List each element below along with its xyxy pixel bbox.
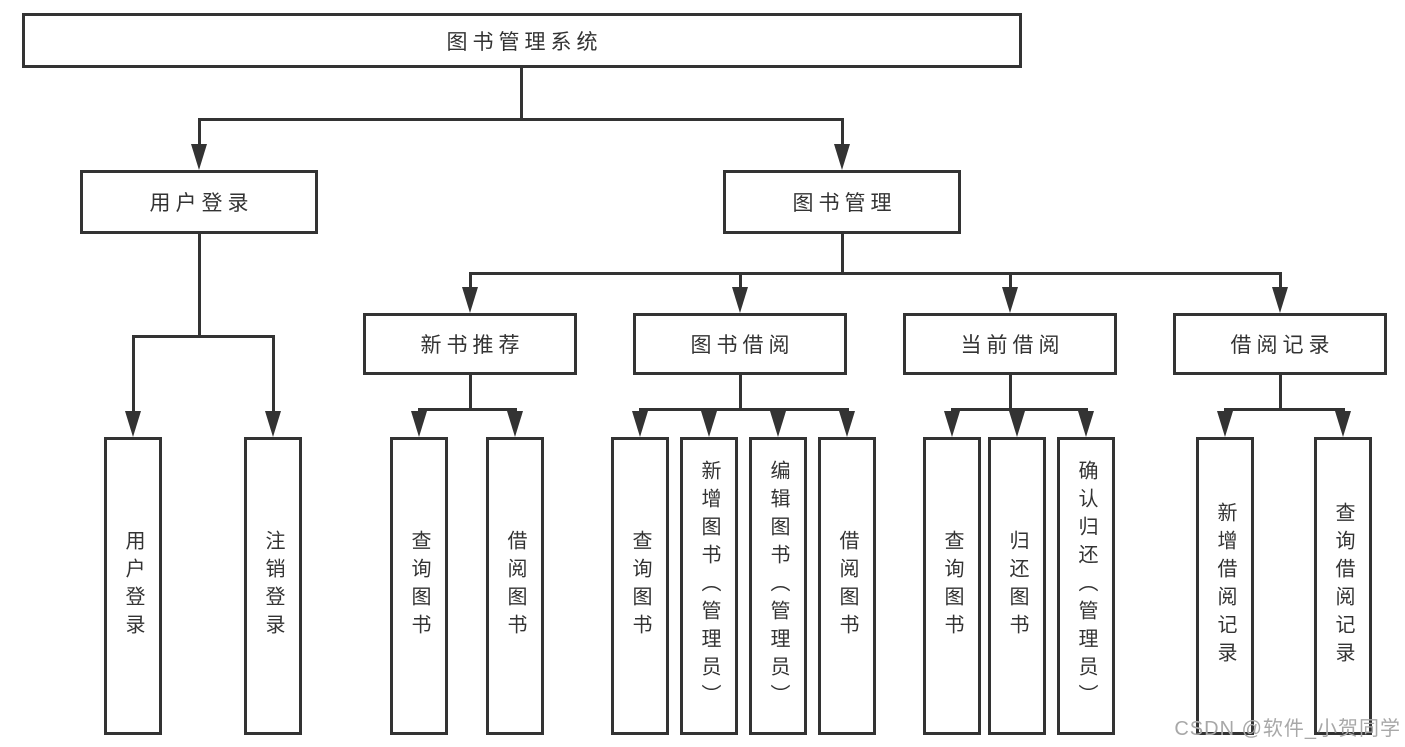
connector-bookmgmt-drop-3 [1009, 272, 1012, 287]
node-library-system: 图书管理系统 [22, 13, 1022, 68]
node-logout: 注销登录 [244, 437, 302, 735]
connector-bookmgmt-drop-1 [469, 272, 472, 287]
connector-userlogin-stem [198, 234, 201, 335]
node-user-login-leaf: 用户登录 [104, 437, 162, 735]
connector-record-stem [1279, 375, 1282, 408]
connector-bookmgmt-stem [841, 234, 844, 272]
connector-root-crossbar [198, 118, 843, 121]
connector-root-stem [520, 68, 523, 118]
connector-record-crossbar [1224, 408, 1344, 411]
connector-current-stem [1009, 375, 1012, 408]
arrow-down-icon [732, 287, 748, 313]
connector-current-crossbar [951, 408, 1087, 411]
connector-current-drop-2 [1016, 408, 1019, 412]
connector-bookmgmt-drop-4 [1279, 272, 1282, 287]
connector-borrow-stem [739, 375, 742, 408]
connector-root-drop-right [841, 118, 844, 146]
node-current-query-book: 查询图书 [923, 437, 981, 735]
node-user-login: 用户登录 [80, 170, 318, 234]
arrow-down-icon [834, 144, 850, 170]
node-add-borrow-record: 新增借阅记录 [1196, 437, 1254, 735]
arrow-down-icon [1335, 411, 1351, 437]
arrow-down-icon [1009, 411, 1025, 437]
node-recommend-borrow-book: 借阅图书 [486, 437, 544, 735]
node-new-book-recommend: 新书推荐 [363, 313, 577, 375]
connector-record-drop-1 [1224, 408, 1227, 412]
arrow-down-icon [1272, 287, 1288, 313]
connector-record-drop-2 [1342, 408, 1345, 412]
arrow-down-icon [839, 411, 855, 437]
arrow-down-icon [411, 411, 427, 437]
arrow-down-icon [265, 411, 281, 437]
connector-userlogin-drop-1 [132, 335, 135, 411]
connector-userlogin-crossbar [132, 335, 274, 338]
connector-newrec-drop-1 [418, 408, 421, 412]
node-book-management: 图书管理 [723, 170, 961, 234]
connector-newrec-stem [469, 375, 472, 408]
connector-borrow-drop-1 [639, 408, 642, 412]
arrow-down-icon [1078, 411, 1094, 437]
connector-borrow-drop-2 [708, 408, 711, 412]
arrow-down-icon [462, 287, 478, 313]
node-edit-book-admin: 编辑图书（管理员） [749, 437, 807, 735]
csdn-watermark: CSDN @软件_小贺同学 [1174, 718, 1401, 740]
arrow-down-icon [701, 411, 717, 437]
connector-bookmgmt-drop-2 [739, 272, 742, 287]
connector-root-drop-left [198, 118, 201, 146]
node-borrow-book: 借阅图书 [818, 437, 876, 735]
node-return-book: 归还图书 [988, 437, 1046, 735]
arrow-down-icon [191, 144, 207, 170]
node-book-borrow: 图书借阅 [633, 313, 847, 375]
connector-current-drop-1 [951, 408, 954, 412]
connector-current-drop-3 [1085, 408, 1088, 412]
connector-bookmgmt-crossbar [469, 272, 1281, 275]
node-query-borrow-record: 查询借阅记录 [1314, 437, 1372, 735]
node-borrow-query-book: 查询图书 [611, 437, 669, 735]
arrow-down-icon [632, 411, 648, 437]
connector-newrec-crossbar [418, 408, 516, 411]
arrow-down-icon [1002, 287, 1018, 313]
arrow-down-icon [507, 411, 523, 437]
arrow-down-icon [1217, 411, 1233, 437]
arrow-down-icon [125, 411, 141, 437]
connector-borrow-drop-4 [846, 408, 849, 412]
connector-newrec-drop-2 [514, 408, 517, 412]
node-borrow-record: 借阅记录 [1173, 313, 1387, 375]
connector-userlogin-drop-2 [272, 335, 275, 411]
arrow-down-icon [944, 411, 960, 437]
arrow-down-icon [770, 411, 786, 437]
node-current-borrow: 当前借阅 [903, 313, 1117, 375]
node-add-book-admin: 新增图书（管理员） [680, 437, 738, 735]
node-recommend-query-book: 查询图书 [390, 437, 448, 735]
node-confirm-return-admin: 确认归还（管理员） [1057, 437, 1115, 735]
connector-borrow-drop-3 [777, 408, 780, 412]
connector-borrow-crossbar [639, 408, 848, 411]
